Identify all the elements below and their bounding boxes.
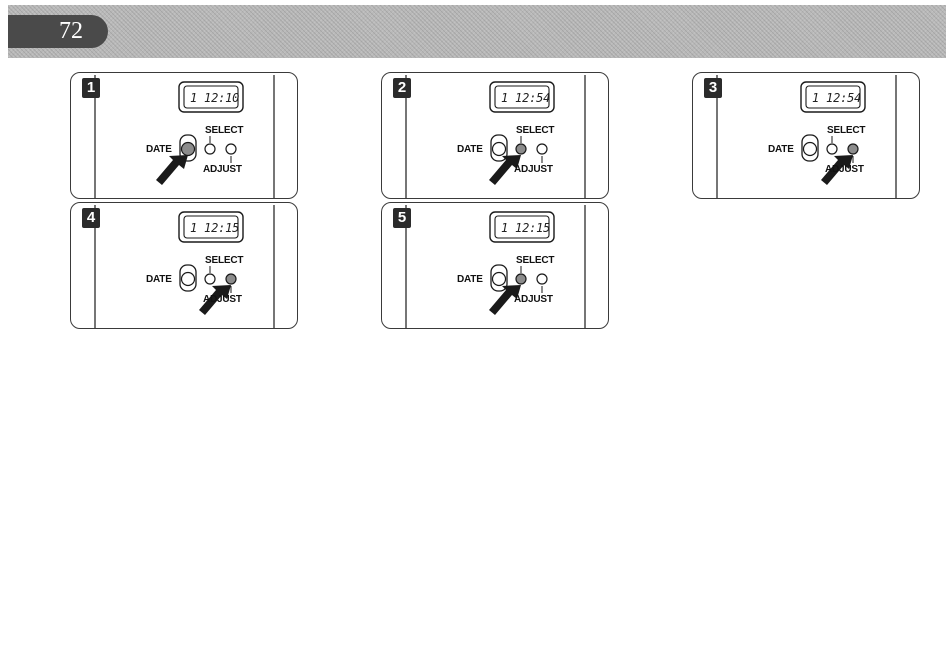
select-label: SELECT bbox=[205, 255, 244, 266]
date-button bbox=[802, 141, 818, 157]
date-button bbox=[491, 141, 507, 157]
date-label: DATE bbox=[457, 274, 483, 285]
date-button bbox=[180, 271, 196, 287]
date-label: DATE bbox=[768, 144, 794, 155]
adjust-button bbox=[536, 143, 548, 155]
adjust-button bbox=[225, 273, 237, 285]
camera-back-diagram bbox=[94, 75, 275, 198]
adjust-label: ADJUST bbox=[514, 294, 553, 305]
page-number: 72 bbox=[59, 18, 83, 44]
press-arrow-icon bbox=[156, 155, 188, 185]
lcd-readout: 1 12:10 bbox=[190, 91, 240, 105]
camera-back-diagram bbox=[405, 75, 586, 198]
step-panel-2: 2 1 12:54 DATE SELECT ADJUST bbox=[381, 72, 609, 199]
lcd-inner-frame bbox=[183, 215, 239, 239]
adjust-button bbox=[536, 273, 548, 285]
step-number: 4 bbox=[82, 208, 100, 228]
step-number: 1 bbox=[82, 78, 100, 98]
select-button bbox=[204, 143, 216, 155]
adjust-label: ADJUST bbox=[203, 294, 242, 305]
adjust-label: ADJUST bbox=[825, 164, 864, 175]
step-number: 2 bbox=[393, 78, 411, 98]
press-arrow-icon bbox=[489, 285, 521, 315]
step-panel-3: 3 1 12:54 DATE SELECT ADJUST bbox=[692, 72, 920, 199]
step-number: 3 bbox=[704, 78, 722, 98]
date-button bbox=[491, 271, 507, 287]
date-label: DATE bbox=[457, 144, 483, 155]
date-button bbox=[180, 141, 196, 157]
lcd-readout: 1 12:54 bbox=[812, 91, 862, 105]
lcd-inner-frame bbox=[805, 85, 861, 109]
camera-back-diagram bbox=[405, 205, 586, 328]
page-number-tab: 72 bbox=[8, 15, 108, 48]
lcd-readout: 1 12:15 bbox=[501, 221, 551, 235]
select-button bbox=[826, 143, 838, 155]
lcd-inner-frame bbox=[494, 85, 550, 109]
lcd-inner-frame bbox=[494, 215, 550, 239]
camera-back-diagram bbox=[94, 205, 275, 328]
adjust-label: ADJUST bbox=[203, 164, 242, 175]
press-arrow-icon bbox=[821, 155, 853, 185]
adjust-button bbox=[847, 143, 859, 155]
press-arrow-icon bbox=[199, 285, 231, 315]
lcd-readout: 1 12:15 bbox=[190, 221, 240, 235]
header-bar bbox=[8, 5, 946, 58]
select-label: SELECT bbox=[516, 125, 555, 136]
press-arrow-icon bbox=[489, 155, 521, 185]
select-button bbox=[515, 273, 527, 285]
select-label: SELECT bbox=[827, 125, 866, 136]
camera-back-diagram bbox=[716, 75, 897, 198]
step-panel-1: 1 1 12:10 DATE SELECT ADJUST bbox=[70, 72, 298, 199]
step-panel-4: 4 1 12:15 DATE SELECT ADJUST bbox=[70, 202, 298, 329]
lcd-inner-frame bbox=[183, 85, 239, 109]
date-label: DATE bbox=[146, 144, 172, 155]
lcd-readout: 1 12:54 bbox=[501, 91, 551, 105]
date-label: DATE bbox=[146, 274, 172, 285]
select-label: SELECT bbox=[516, 255, 555, 266]
step-panel-5: 5 1 12:15 DATE SELECT ADJUST bbox=[381, 202, 609, 329]
adjust-button bbox=[225, 143, 237, 155]
select-button bbox=[204, 273, 216, 285]
select-button bbox=[515, 143, 527, 155]
select-label: SELECT bbox=[205, 125, 244, 136]
step-number: 5 bbox=[393, 208, 411, 228]
adjust-label: ADJUST bbox=[514, 164, 553, 175]
